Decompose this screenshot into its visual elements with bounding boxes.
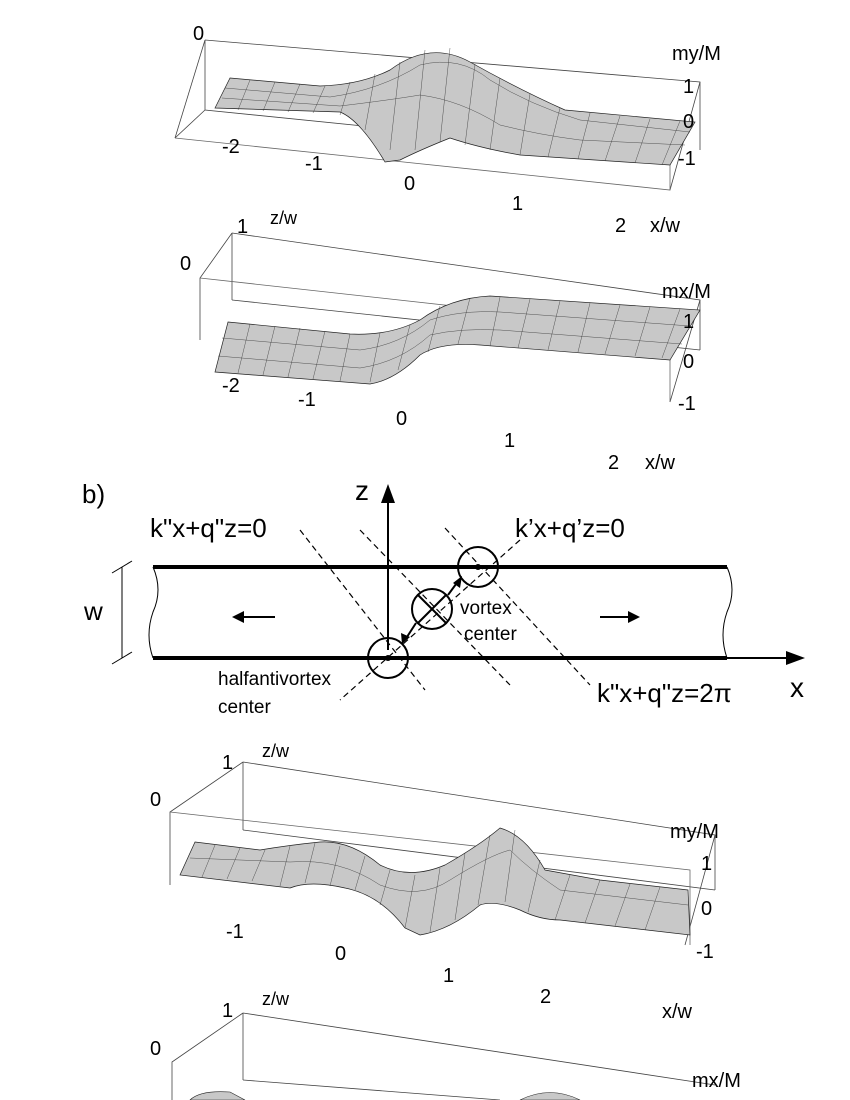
x-tick: 2 bbox=[615, 215, 626, 237]
halfantivortex-label-1: halfantivortex bbox=[218, 669, 332, 690]
panel-label: b) bbox=[82, 479, 105, 509]
x-axis-label: x/w bbox=[662, 1001, 693, 1023]
value-tick: 1 bbox=[683, 76, 694, 98]
z-tick: 0 bbox=[193, 23, 204, 45]
z-axis-label: z bbox=[355, 475, 369, 506]
x-tick: -1 bbox=[298, 389, 316, 411]
strip-left-break bbox=[148, 566, 159, 659]
value-tick: 1 bbox=[701, 853, 712, 875]
value-axis-label: mx/M bbox=[662, 281, 711, 303]
plot-top-my: 0 my/M 1 0 -1 -2 -1 0 1 2 x/w bbox=[174, 23, 721, 237]
x-tick: -1 bbox=[226, 921, 244, 943]
plot-bottom-mx: z/w 1 0 mx/M bbox=[150, 989, 741, 1100]
z-tick: 1 bbox=[237, 216, 248, 238]
value-tick: 1 bbox=[683, 311, 694, 333]
surface-grid bbox=[189, 829, 689, 933]
x-axis-label: x/w bbox=[645, 452, 676, 474]
value-tick: -1 bbox=[678, 393, 696, 415]
x-tick: 1 bbox=[443, 965, 454, 987]
x-tick: -1 bbox=[305, 153, 323, 175]
width-label: w bbox=[83, 596, 103, 626]
halfantivortex-circle bbox=[367, 637, 409, 679]
value-tick: 0 bbox=[683, 351, 694, 373]
z-tick: 0 bbox=[150, 789, 161, 811]
x-tick: 0 bbox=[335, 943, 346, 965]
vortex-circle bbox=[411, 588, 453, 630]
value-tick: -1 bbox=[678, 148, 696, 170]
surface-mx-bottom bbox=[189, 1091, 246, 1100]
z-axis-label: z/w bbox=[262, 741, 290, 761]
x-tick: 0 bbox=[404, 173, 415, 195]
z-tick: 0 bbox=[150, 1038, 161, 1060]
surface-mx-bottom-bump bbox=[519, 1092, 581, 1100]
surface-mx-top bbox=[214, 295, 701, 385]
x-axis-label: x bbox=[790, 672, 804, 703]
surface-my-bottom bbox=[179, 827, 691, 936]
vortex-label-2: center bbox=[464, 624, 517, 645]
plot-bottom-my: z/w 1 0 my/M 1 0 -1 -1 0 1 2 x/w bbox=[150, 741, 719, 1023]
strip-right-break bbox=[722, 566, 733, 659]
z-axis-label: z/w bbox=[270, 208, 298, 228]
z-tick: 1 bbox=[222, 752, 233, 774]
value-tick: -1 bbox=[696, 941, 714, 963]
surface-my-top bbox=[214, 52, 696, 166]
value-axis-label: my/M bbox=[672, 43, 721, 65]
plot-top-mx: z/w 1 0 mx/M 1 0 -1 -2 -1 0 1 2 x/w bbox=[180, 208, 711, 474]
x-tick: -2 bbox=[222, 136, 240, 158]
dashed-phase-lines bbox=[299, 527, 591, 701]
x-tick: 2 bbox=[540, 986, 551, 1008]
x-tick: 1 bbox=[504, 430, 515, 452]
panel-b-diagram: b) w z x bbox=[82, 475, 805, 718]
surface-grid bbox=[221, 47, 691, 166]
value-axis-label: mx/M bbox=[692, 1070, 741, 1092]
halfvortex-circle bbox=[457, 546, 499, 588]
x-axis-arrow bbox=[786, 651, 805, 665]
vortex-markers bbox=[367, 546, 499, 679]
value-tick: 0 bbox=[701, 898, 712, 920]
z-tick: 1 bbox=[222, 1000, 233, 1022]
x-tick: 0 bbox=[396, 408, 407, 430]
value-tick: 0 bbox=[683, 111, 694, 133]
line-right-label: k’x+q’z=0 bbox=[515, 513, 625, 543]
line-bottom-label: k"x+q"z=2π bbox=[597, 678, 732, 708]
surface-grid bbox=[217, 296, 691, 383]
z-axis-arrow bbox=[381, 484, 395, 503]
plot-box bbox=[171, 1012, 716, 1100]
line-left-label: k"x+q"z=0 bbox=[150, 513, 267, 543]
z-axis-label: z/w bbox=[262, 989, 290, 1009]
x-tick: -2 bbox=[222, 375, 240, 397]
x-axis-label: x/w bbox=[650, 215, 681, 237]
value-axis-label: my/M bbox=[670, 821, 719, 843]
vortex-label-1: vortex bbox=[460, 598, 512, 619]
x-tick: 1 bbox=[512, 193, 523, 215]
halfantivortex-label-2: center bbox=[218, 697, 271, 718]
z-tick: 0 bbox=[180, 253, 191, 275]
x-tick: 2 bbox=[608, 452, 619, 474]
